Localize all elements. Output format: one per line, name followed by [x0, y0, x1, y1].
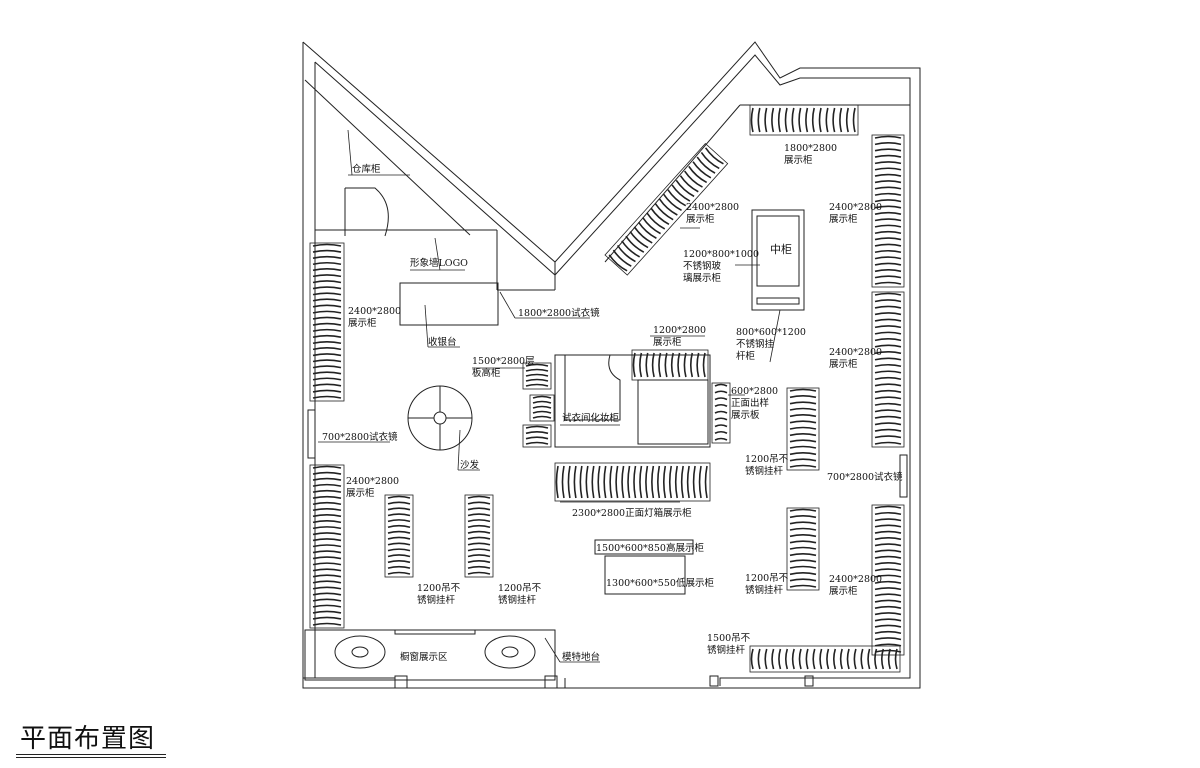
- label-sofa: 沙发: [460, 459, 480, 471]
- label-rail-a-2: 锈钢挂杆: [417, 594, 456, 606]
- walls: [302, 41, 921, 689]
- cashier-counter: [399, 282, 499, 326]
- rail-bottom: [749, 645, 901, 673]
- label-rail-bottom-1: 1500吊不: [707, 633, 751, 644]
- label-display-diag-name: 展示柜: [686, 213, 715, 225]
- rail-right-mid-1: [786, 387, 820, 471]
- hanging-rails: [309, 104, 905, 673]
- rail-right-2: [871, 291, 905, 448]
- label-rail-right-1-2: 锈钢挂杆: [745, 465, 784, 477]
- label-rail-bottom-2: 锈钢挂杆: [707, 644, 746, 656]
- rail-right-1: [871, 134, 905, 288]
- label-window-display: 橱窗展示区: [400, 651, 448, 663]
- page-title: 平面布置图: [20, 724, 156, 754]
- label-model-stage: 模特地台: [562, 651, 600, 663]
- label-rail-a-1: 1200吊不: [417, 583, 461, 594]
- label-shelf-high-1: 1500*2800层: [472, 356, 535, 367]
- label-rail-b-1: 1200吊不: [498, 583, 542, 594]
- label-display-diag-size: 2400*2800: [686, 202, 739, 213]
- label-glass-cabinet-2: 不锈钢玻: [683, 260, 722, 272]
- label-display-left-top-size: 2400*2800: [348, 306, 401, 317]
- label-rail-hanger-3: 杆柜: [736, 350, 756, 362]
- label-rail-right-1-1: 1200吊不: [745, 454, 789, 465]
- label-display-right-1-name: 展示柜: [829, 213, 858, 225]
- label-high-display: 1500*600*850高展示柜: [596, 542, 704, 554]
- label-sample-board-2: 正面出样: [731, 397, 769, 409]
- rail-b: [464, 494, 494, 578]
- label-glass-cabinet-1: 1200*800*1000: [683, 249, 759, 260]
- labels: 仓库柜 形象墙LOGO 收银台 1800*2800试衣镜 2400*2800 展…: [322, 143, 903, 663]
- label-mirror-1800: 1800*2800试衣镜: [518, 307, 600, 319]
- label-display-center-name: 展示柜: [653, 336, 682, 348]
- label-display-left-top-name: 展示柜: [348, 317, 377, 329]
- rail-shelf-high-3: [522, 424, 552, 448]
- label-glass-cabinet-3: 璃展示柜: [683, 272, 722, 284]
- label-cashier: 收银台: [428, 336, 457, 348]
- label-display-right-1-size: 2400*2800: [829, 202, 882, 213]
- label-sample-board-1: 600*2800: [731, 386, 778, 397]
- label-low-display: 1300*600*550低展示柜: [606, 577, 714, 589]
- rail-diagonal: [604, 142, 729, 276]
- rail-right-mid-2: [786, 507, 820, 591]
- label-display-right-2-size: 2400*2800: [829, 347, 882, 358]
- leader-lines: [318, 129, 781, 663]
- rail-shelf-high-1: [522, 362, 552, 390]
- rail-a: [384, 494, 414, 578]
- label-mirror-left: 700*2800试衣镜: [322, 431, 398, 443]
- rail-right-3: [871, 504, 905, 656]
- label-lightbox-cabinet: 2300*2800正面灯箱展示柜: [572, 507, 692, 519]
- label-display-top-size: 1800*2800: [784, 143, 837, 154]
- label-center-cabinet: 中柜: [770, 243, 792, 256]
- rail-left-top: [309, 242, 345, 402]
- rail-sample-board: [711, 382, 731, 444]
- label-mirror-right: 700*2800试衣镜: [827, 471, 903, 483]
- rail-center-top: [631, 349, 709, 381]
- label-warehouse: 仓库柜: [352, 163, 381, 175]
- label-rail-right-2-2: 锈钢挂杆: [745, 584, 784, 596]
- rail-top: [749, 104, 859, 136]
- label-display-center-size: 1200*2800: [653, 325, 706, 336]
- rail-lightbox: [554, 462, 711, 502]
- low-display-box: [604, 555, 686, 595]
- high-display-box: [594, 539, 694, 555]
- label-sample-board-3: 展示板: [731, 409, 760, 421]
- label-fitting-room: 试衣间化妆柜: [562, 412, 620, 424]
- label-display-right-2-name: 展示柜: [829, 358, 858, 370]
- title-underline-double: [16, 757, 166, 758]
- rail-shelf-high-2: [529, 394, 555, 422]
- label-shelf-high-2: 板高柜: [472, 367, 501, 379]
- label-display-left-bottom-size: 2400*2800: [346, 476, 399, 487]
- label-logo-wall: 形象墙LOGO: [410, 257, 468, 269]
- rail-left-bottom: [309, 464, 345, 629]
- label-rail-hanger-2: 不锈钢挂: [736, 338, 775, 350]
- label-rail-b-2: 锈钢挂杆: [498, 594, 537, 606]
- fitting-room-block: [554, 354, 711, 448]
- label-rail-right-2-1: 1200吊不: [745, 573, 789, 584]
- label-display-top-name: 展示柜: [784, 154, 813, 166]
- label-display-right-3-size: 2400*2800: [829, 574, 882, 585]
- title-underline: [16, 754, 166, 755]
- label-rail-hanger-1: 800*600*1200: [736, 327, 806, 338]
- center-cabinet: [751, 209, 805, 311]
- sofa-shape: [407, 385, 473, 451]
- label-display-left-bottom-name: 展示柜: [346, 487, 375, 499]
- window-platforms: [334, 635, 536, 669]
- label-display-right-3-name: 展示柜: [829, 585, 858, 597]
